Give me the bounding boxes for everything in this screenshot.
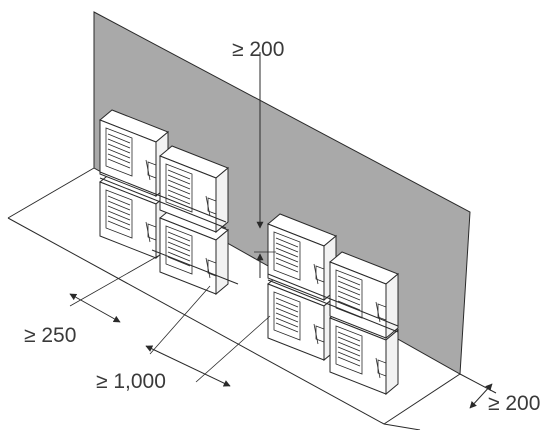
label-clearance-side: ≥ 250 [24,324,76,347]
unit-group-left [99,109,239,295]
dimension-top: ≥ 200 [232,38,284,278]
label-clearance-right: ≥ 200 [488,392,540,415]
label-clearance-between: ≥ 1,000 [96,370,166,393]
dimension-right: ≥ 200 [469,383,540,415]
unit-group-right [267,213,399,395]
label-clearance-top: ≥ 200 [232,38,284,61]
dimension-side: ≥ 250 [24,255,211,355]
dimension-between: ≥ 1,000 [96,315,271,393]
